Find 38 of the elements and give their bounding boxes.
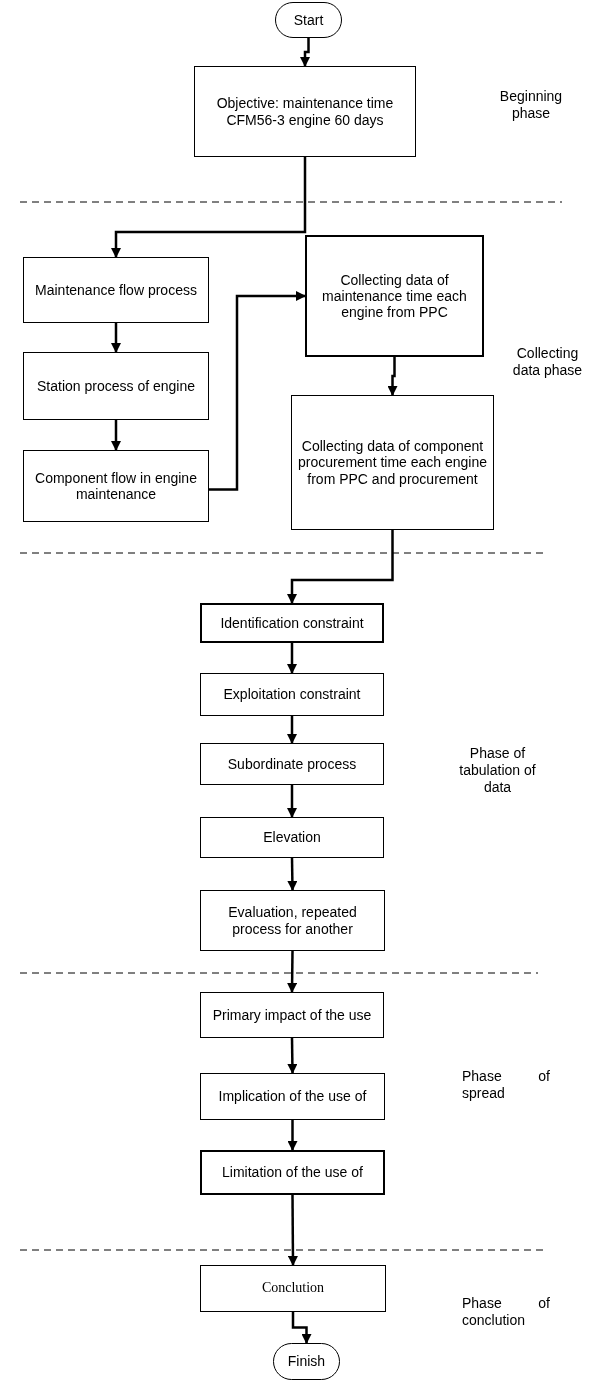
- process-box: Maintenance flow process: [23, 257, 209, 323]
- terminal-pill: Finish: [273, 1343, 340, 1380]
- process-box: Conclution: [200, 1265, 386, 1312]
- arrow: [300, 38, 310, 67]
- arrow: [209, 291, 306, 491]
- arrow: [111, 323, 121, 353]
- process-box: Collecting data of maintenance time each engine from PPC: [305, 235, 484, 357]
- process-box: Collecting data of component procurement time each engine from PPC and procurement: [291, 395, 494, 530]
- phase-label: Beginning phase: [498, 88, 564, 122]
- arrow: [287, 716, 297, 744]
- arrow: [287, 857, 298, 891]
- arrow: [111, 157, 307, 258]
- arrow: [291, 1312, 312, 1344]
- arrow: [287, 951, 298, 993]
- process-box: Identification constraint: [200, 603, 384, 643]
- arrow: [387, 357, 398, 396]
- arrow: [287, 1195, 298, 1266]
- arrow: [287, 643, 297, 674]
- process-box: Subordinate process: [200, 743, 384, 785]
- process-box: Station process of engine: [23, 352, 209, 420]
- terminal-pill: Start: [275, 2, 342, 38]
- phase-label: Phase of spread: [462, 1068, 550, 1102]
- process-box: Implication of the use of: [200, 1073, 385, 1120]
- phase-label: Collecting data phase: [511, 345, 584, 379]
- process-box: Component flow in engine maintenance: [23, 450, 209, 522]
- process-box: Exploitation constraint: [200, 673, 384, 716]
- phase-label: Phase of conclution: [462, 1295, 550, 1329]
- process-box: Evaluation, repeated process for another: [200, 890, 385, 951]
- arrow: [287, 1120, 298, 1151]
- arrow: [287, 785, 297, 818]
- arrow: [111, 420, 121, 451]
- process-box: Objective: maintenance time CFM56-3 engine 60 days: [194, 66, 416, 157]
- process-box: Primary impact of the use: [200, 992, 384, 1038]
- process-box: Limitation of the use of: [200, 1150, 385, 1195]
- arrow: [287, 530, 394, 604]
- phase-label: Phase of tabulation of data: [458, 745, 537, 796]
- arrow: [287, 1038, 298, 1074]
- process-box: Elevation: [200, 817, 384, 858]
